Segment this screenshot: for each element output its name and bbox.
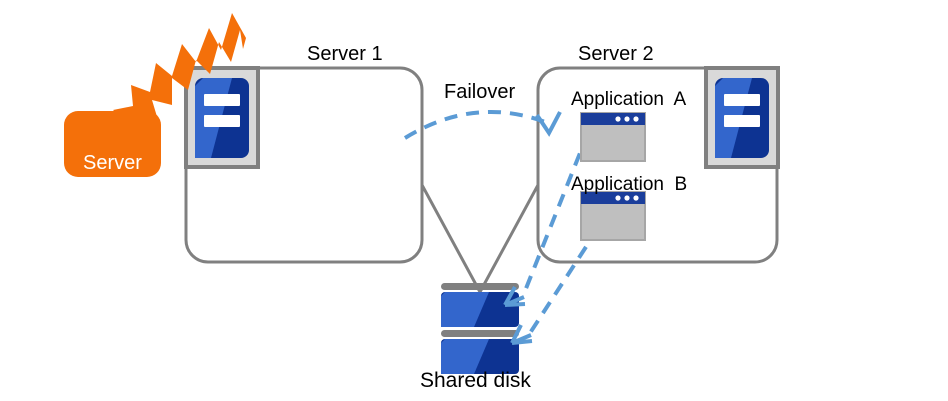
server-down-badge[interactable] <box>64 111 161 177</box>
application-a-label: Application A <box>571 89 687 110</box>
server-1-rack-icon[interactable] <box>184 66 260 169</box>
server-down-badge-label: Server down <box>64 124 161 254</box>
failover-label: Failover <box>444 81 516 103</box>
lightning-burst-icon <box>112 13 246 139</box>
connector-server2-disk <box>478 170 540 293</box>
shared-disk-label: Shared disk <box>420 369 531 392</box>
failover-arrow <box>403 109 562 140</box>
application-b-label: Application B <box>571 174 688 195</box>
server-2-rack-icon[interactable] <box>704 66 780 169</box>
server-down-line-1: Server <box>83 152 142 174</box>
connector-server1-disk <box>420 170 482 293</box>
disk-stack-icon[interactable] <box>441 283 519 374</box>
server-1-title: Server 1 <box>307 43 383 65</box>
arrow-application-a-to-disk <box>503 132 590 307</box>
server-down-line-2: down <box>88 204 137 226</box>
server-2-title: Server 2 <box>578 43 654 65</box>
application-b-window-icon[interactable] <box>580 191 646 241</box>
application-a-window-icon[interactable] <box>580 112 646 162</box>
